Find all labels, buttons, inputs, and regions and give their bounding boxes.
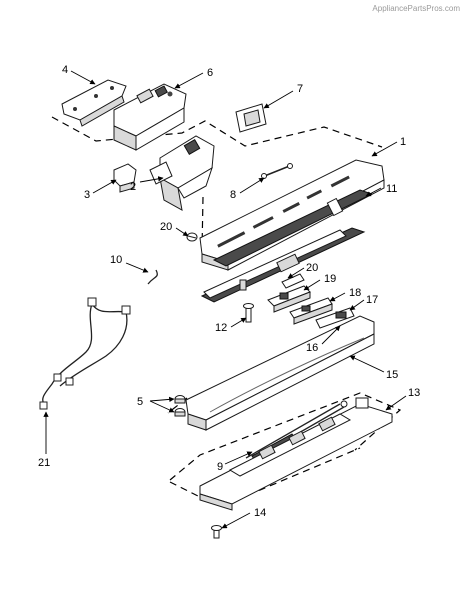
part-18-switch[interactable] xyxy=(289,297,333,325)
callout-2: 2 xyxy=(130,181,136,193)
callout-13: 13 xyxy=(408,387,420,399)
callout-5: 5 xyxy=(137,396,143,408)
part-20-connector-lower[interactable] xyxy=(281,273,305,289)
callout-9: 9 xyxy=(217,461,223,473)
callout-14: 14 xyxy=(254,507,266,519)
callout-16: 16 xyxy=(306,342,318,354)
callout-4: 4 xyxy=(62,64,68,76)
callout-18: 18 xyxy=(349,287,361,299)
leader-lines xyxy=(43,70,407,529)
callout-6: 6 xyxy=(207,67,213,79)
part-4-bracket[interactable] xyxy=(61,79,127,127)
part-13-frame[interactable] xyxy=(199,397,393,511)
callout-19: 19 xyxy=(324,273,336,285)
callout-1: 1 xyxy=(400,136,406,148)
part-19-switch[interactable] xyxy=(267,285,311,313)
part-20-screw-upper[interactable] xyxy=(186,232,198,242)
callout-15: 15 xyxy=(386,369,398,381)
callout-11: 11 xyxy=(386,183,397,195)
callout-12: 12 xyxy=(215,322,227,334)
part-lower-rail[interactable] xyxy=(200,227,366,303)
part-2-module[interactable] xyxy=(149,135,215,211)
watermark: AppliancePartsPros.com xyxy=(372,4,460,13)
part-8-pin[interactable] xyxy=(261,163,293,179)
callout-labels: 4 6 7 1 2 3 8 11 20 10 20 19 18 17 16 12… xyxy=(38,64,420,519)
part-5-screws[interactable] xyxy=(174,395,186,417)
callout-20-upper: 20 xyxy=(160,221,172,233)
part-7-label[interactable] xyxy=(235,103,267,133)
callout-10: 10 xyxy=(110,254,122,266)
part-21-wire-harness[interactable] xyxy=(39,297,131,410)
part-14-screw[interactable] xyxy=(211,525,222,539)
callout-17: 17 xyxy=(366,294,378,306)
part-10-wire-clip[interactable] xyxy=(147,269,158,285)
part-6-control-board[interactable] xyxy=(113,83,187,151)
callout-8: 8 xyxy=(230,189,236,201)
callout-3: 3 xyxy=(84,189,90,201)
part-15-outer-panel[interactable] xyxy=(185,315,375,431)
part-17-button[interactable] xyxy=(315,307,355,329)
callout-7: 7 xyxy=(297,83,303,95)
callout-20-lower: 20 xyxy=(306,262,318,274)
part-12-screw[interactable] xyxy=(243,303,254,323)
callout-21: 21 xyxy=(38,457,50,469)
part-11-trim-strip[interactable] xyxy=(212,189,374,267)
